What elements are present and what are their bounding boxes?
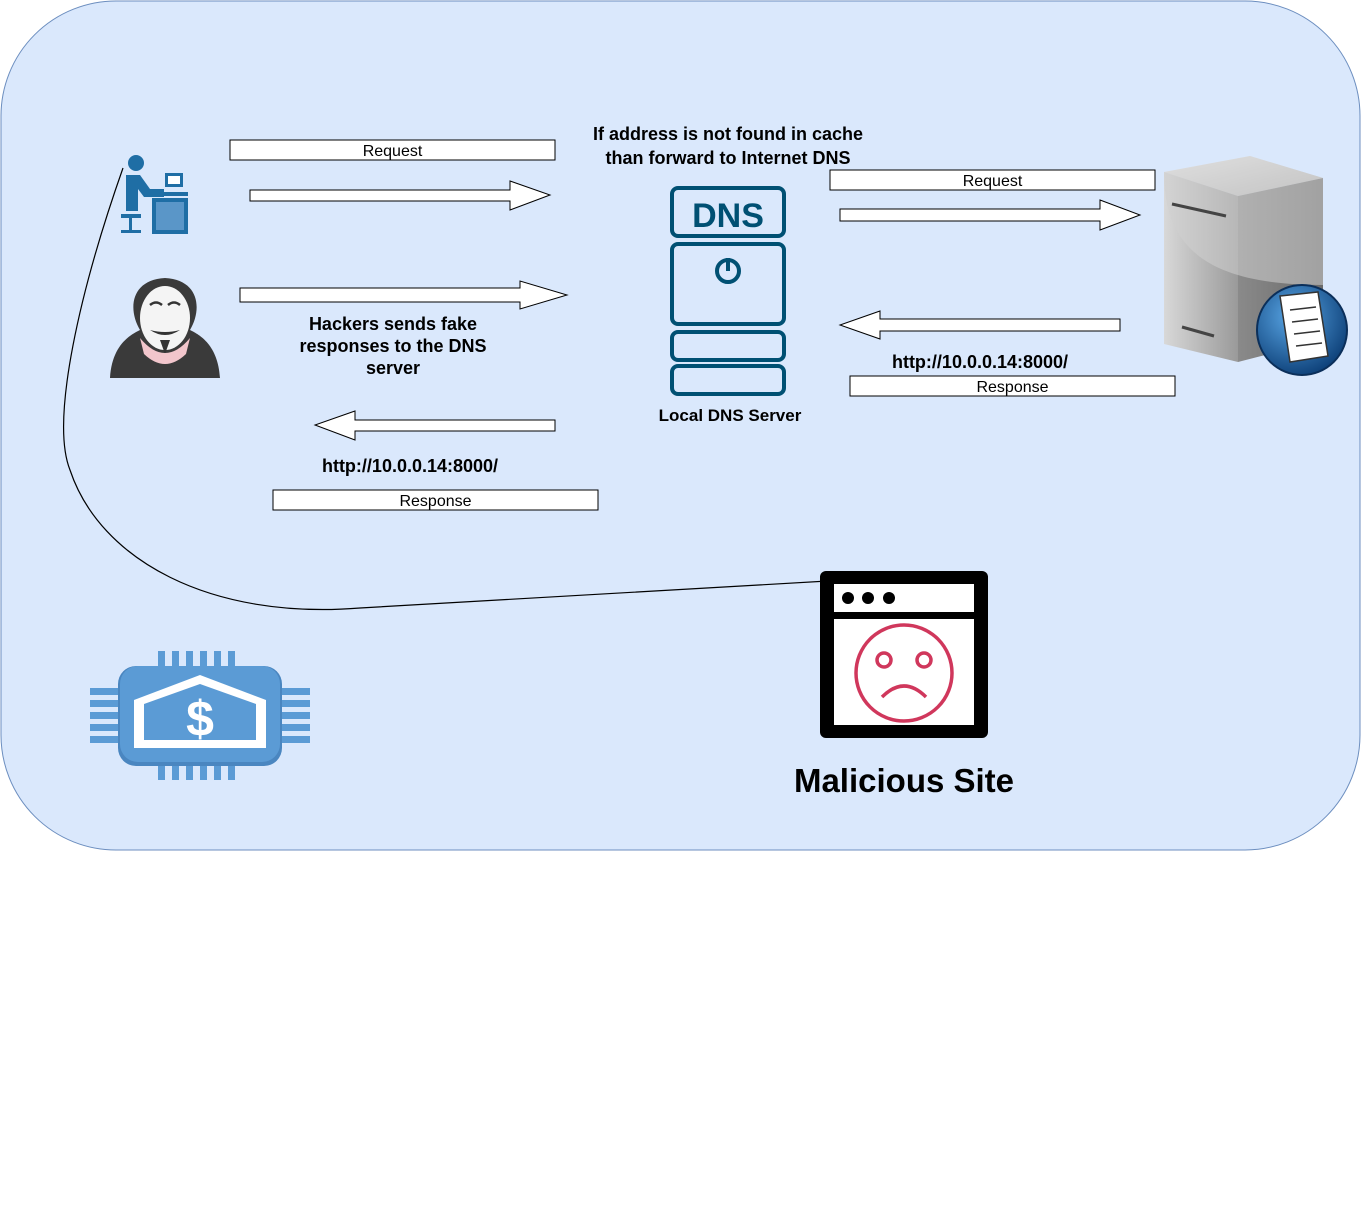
request-label-left: Request bbox=[363, 143, 423, 160]
cache-note-line2: than forward to Internet DNS bbox=[605, 148, 850, 168]
response-label-box-right: Response bbox=[849, 375, 1176, 397]
hacker-note-line3: server bbox=[366, 358, 420, 378]
sad-browser-window-icon bbox=[820, 571, 988, 738]
bank-chip-icon: $ bbox=[90, 651, 310, 780]
request-label-right: Request bbox=[963, 173, 1023, 190]
redirect-curve bbox=[63, 167, 846, 611]
dns-icon-text: DNS bbox=[692, 197, 764, 235]
hacker-note-line2: responses to the DNS bbox=[299, 336, 486, 356]
arrow-response-dns-to-user bbox=[313, 410, 556, 441]
arrow-fake-response-hacker-to-dns bbox=[239, 280, 569, 310]
response-label-left: Response bbox=[399, 493, 471, 510]
web-server-icon bbox=[1164, 156, 1348, 376]
malicious-site-label: Malicious Site bbox=[794, 762, 1014, 799]
dns-server-icon bbox=[670, 186, 786, 396]
request-label-box-left: Request bbox=[229, 139, 556, 161]
dollar-sign-glyph: $ bbox=[186, 691, 214, 747]
request-label-box-right: Request bbox=[829, 169, 1156, 191]
arrow-request-user-to-dns bbox=[249, 180, 552, 211]
response-label-right: Response bbox=[976, 379, 1048, 396]
url-label-left: http://10.0.0.14:8000/ bbox=[322, 456, 498, 476]
user-at-computer-icon bbox=[121, 155, 188, 234]
arrow-request-dns-to-internet bbox=[839, 199, 1142, 231]
hacker-note-line1: Hackers sends fake bbox=[309, 314, 477, 334]
anonymous-hacker-icon bbox=[110, 278, 220, 378]
cache-note-line1: If address is not found in cache bbox=[593, 124, 863, 144]
url-label-right: http://10.0.0.14:8000/ bbox=[892, 352, 1068, 372]
response-label-box-left: Response bbox=[272, 489, 599, 511]
arrow-response-internet-to-dns bbox=[838, 310, 1121, 340]
local-dns-server-label: Local DNS Server bbox=[659, 406, 802, 425]
